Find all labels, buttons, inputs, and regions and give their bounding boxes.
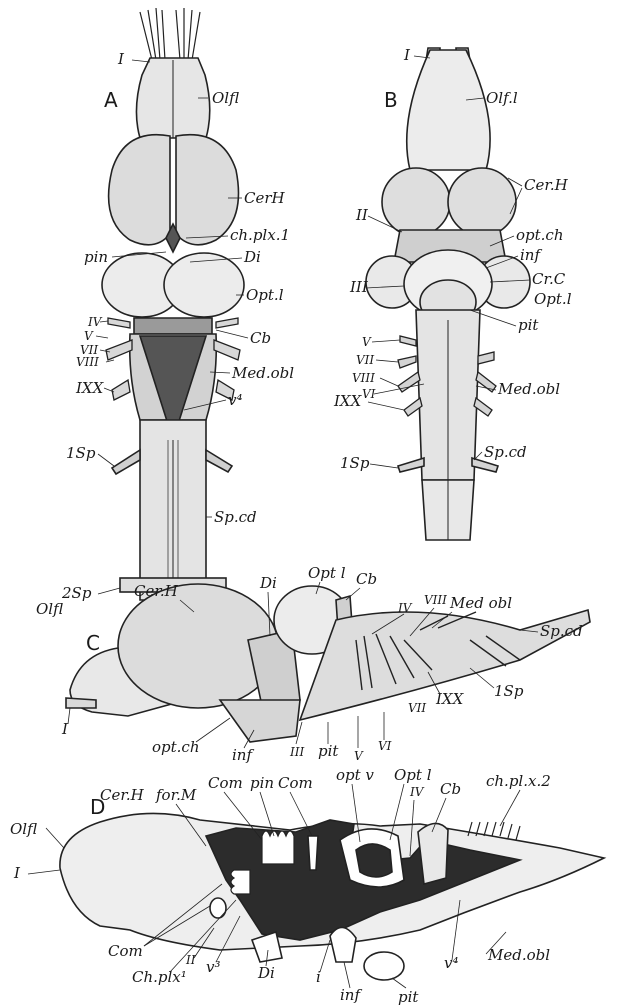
panel-b-olfactory-lobes <box>407 50 490 170</box>
label-b-pit: pit <box>518 316 539 334</box>
label-b-cerh: Cer.H <box>524 176 569 194</box>
label-b-VI: VI <box>362 387 376 401</box>
label-a-pin: pin <box>84 248 108 266</box>
label-b-inf: inf <box>520 246 542 264</box>
panel-b-letter: B <box>384 88 398 112</box>
label-a-cerh: CerH <box>244 189 286 207</box>
label-c-VIII: VIII <box>424 593 447 607</box>
panel-a-cerebellum <box>134 318 212 334</box>
label-d-pit: pit <box>398 988 419 1006</box>
panel-a-olfactory-nerve-fibres <box>140 8 200 60</box>
label-d-com2: Com <box>278 774 313 792</box>
panel-b-spinal-nerve-1 <box>398 458 424 472</box>
label-c-pit: pit <box>318 742 339 760</box>
label-c-cb: Cb <box>356 570 377 588</box>
label-d-cb: Cb <box>440 780 461 798</box>
panel-d-commissure-posterior <box>308 836 318 870</box>
label-b-II: II <box>355 206 369 224</box>
label-c-olfl: Olfl <box>36 600 63 618</box>
label-c-V: V <box>354 749 364 763</box>
panel-c-infundibulum <box>220 700 300 742</box>
label-a-olfl: Olfl <box>212 89 239 107</box>
label-d-II: II <box>185 953 196 967</box>
label-d-form: for.M <box>155 786 197 804</box>
label-b-crc: Cr.C <box>532 270 566 288</box>
label-c-optl: Opt l <box>308 564 346 582</box>
panel-b-ventral-view <box>366 48 530 540</box>
label-d-IV: IV <box>409 785 425 799</box>
label-d-com3: Com <box>108 942 143 960</box>
label-b-V: V <box>362 335 372 349</box>
label-a-1sp: 1Sp <box>66 444 96 462</box>
label-a-di: Di <box>243 248 261 266</box>
label-d-medobl: Med.obl <box>487 946 550 964</box>
panel-a-cerebral-hemisphere-left <box>109 135 170 245</box>
label-a-v4: v⁴ <box>228 391 243 409</box>
label-d-optl: Opt l <box>394 766 432 784</box>
label-a-I: I <box>117 50 125 68</box>
label-d-chplx1: Ch.plx¹ <box>132 968 187 986</box>
label-b-1sp: 1Sp <box>340 454 370 472</box>
label-d-di: Di <box>257 964 275 982</box>
panel-d-pituitary <box>364 952 404 980</box>
panel-a-spinal-nerve-1 <box>112 450 140 474</box>
label-c-VII: VII <box>408 701 426 715</box>
label-b-medobl: Med.obl <box>497 380 560 398</box>
label-b-optch: opt.ch <box>516 226 564 244</box>
label-b-optl: Opt.l <box>534 290 572 308</box>
label-b-VIII: VIII <box>352 371 375 385</box>
panel-d-infundibulum <box>330 927 356 962</box>
label-c-spcd: Sp.cd <box>540 622 583 640</box>
label-a-VIII: VIII <box>76 355 99 369</box>
label-c-optch: opt.ch <box>152 738 200 756</box>
label-c-cerh: Cer.H <box>134 582 179 600</box>
label-d-v3: v³ <box>206 958 221 976</box>
panel-d-cerebellum <box>418 823 448 884</box>
label-c-IV: IV <box>397 601 413 615</box>
label-a-IXX: IXX <box>75 379 105 397</box>
panel-c-olfactory-nerve <box>66 698 96 708</box>
label-c-1sp: 1Sp <box>494 682 524 700</box>
panel-b-cerebral-hemisphere-left <box>382 168 450 236</box>
label-d-cerh: Cer.H <box>100 786 145 804</box>
label-a-V: V <box>84 329 94 343</box>
label-b-spcd: Sp.cd <box>484 443 527 461</box>
label-d-v4: v⁴ <box>444 954 459 972</box>
label-d-com1: Com <box>208 774 243 792</box>
label-a-2sp: 2Sp <box>61 584 92 602</box>
label-a-medobl: Med.obl <box>231 364 294 382</box>
label-d-olfl: Olfl <box>10 820 37 838</box>
label-b-III: III <box>349 278 369 296</box>
label-a-spcd: Sp.cd <box>214 508 257 526</box>
label-d-optv: opt v <box>336 766 374 784</box>
label-c-medobl: Med obl <box>449 594 512 612</box>
label-d-pin: pin <box>250 774 274 792</box>
panel-c-letter: C <box>86 631 100 655</box>
label-c-inf: inf <box>232 746 254 764</box>
label-c-di: Di <box>259 574 277 592</box>
panel-a-letter: A <box>104 88 118 112</box>
label-c-III: III <box>289 745 304 759</box>
label-d-I: I <box>13 864 21 882</box>
label-b-olfl: Olf.l <box>486 89 518 107</box>
panel-a-optic-lobe-right <box>164 253 244 317</box>
label-c-VI: VI <box>378 739 392 753</box>
label-d-chplx2: ch.pl.x.2 <box>486 772 551 790</box>
label-a-optl: Opt.l <box>246 286 284 304</box>
label-a-chplx1: ch.plx.1 <box>230 226 290 244</box>
label-b-VII: VII <box>356 353 374 367</box>
panel-b-cerebral-hemisphere-right <box>448 168 516 236</box>
label-b-IXX: IXX <box>333 392 363 410</box>
label-d-inf: inf <box>340 986 362 1004</box>
panel-d-commissure-anterior <box>210 898 226 918</box>
label-b-I: I <box>403 46 411 64</box>
label-a-cb: Cb <box>250 329 271 347</box>
